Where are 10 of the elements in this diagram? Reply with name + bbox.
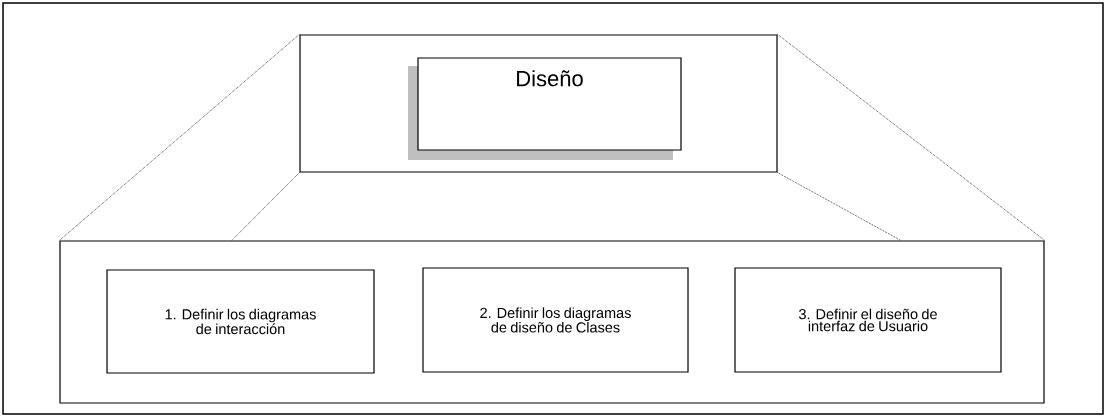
step-box: 2. Definir los diagramas de diseño de Clases	[422, 267, 689, 373]
title-box: Diseño	[408, 57, 682, 160]
step-box: 1. Definir los diagramas de interacción	[106, 269, 375, 374]
outer-box	[59, 240, 1045, 404]
connector-line	[231, 172, 300, 241]
outer-box	[299, 34, 778, 173]
connector-line	[777, 34, 1045, 241]
connector-line	[777, 172, 902, 241]
connector-line	[59, 34, 300, 241]
step-box: 3. Definir el diseño de interfaz de Usuario	[734, 267, 1002, 373]
